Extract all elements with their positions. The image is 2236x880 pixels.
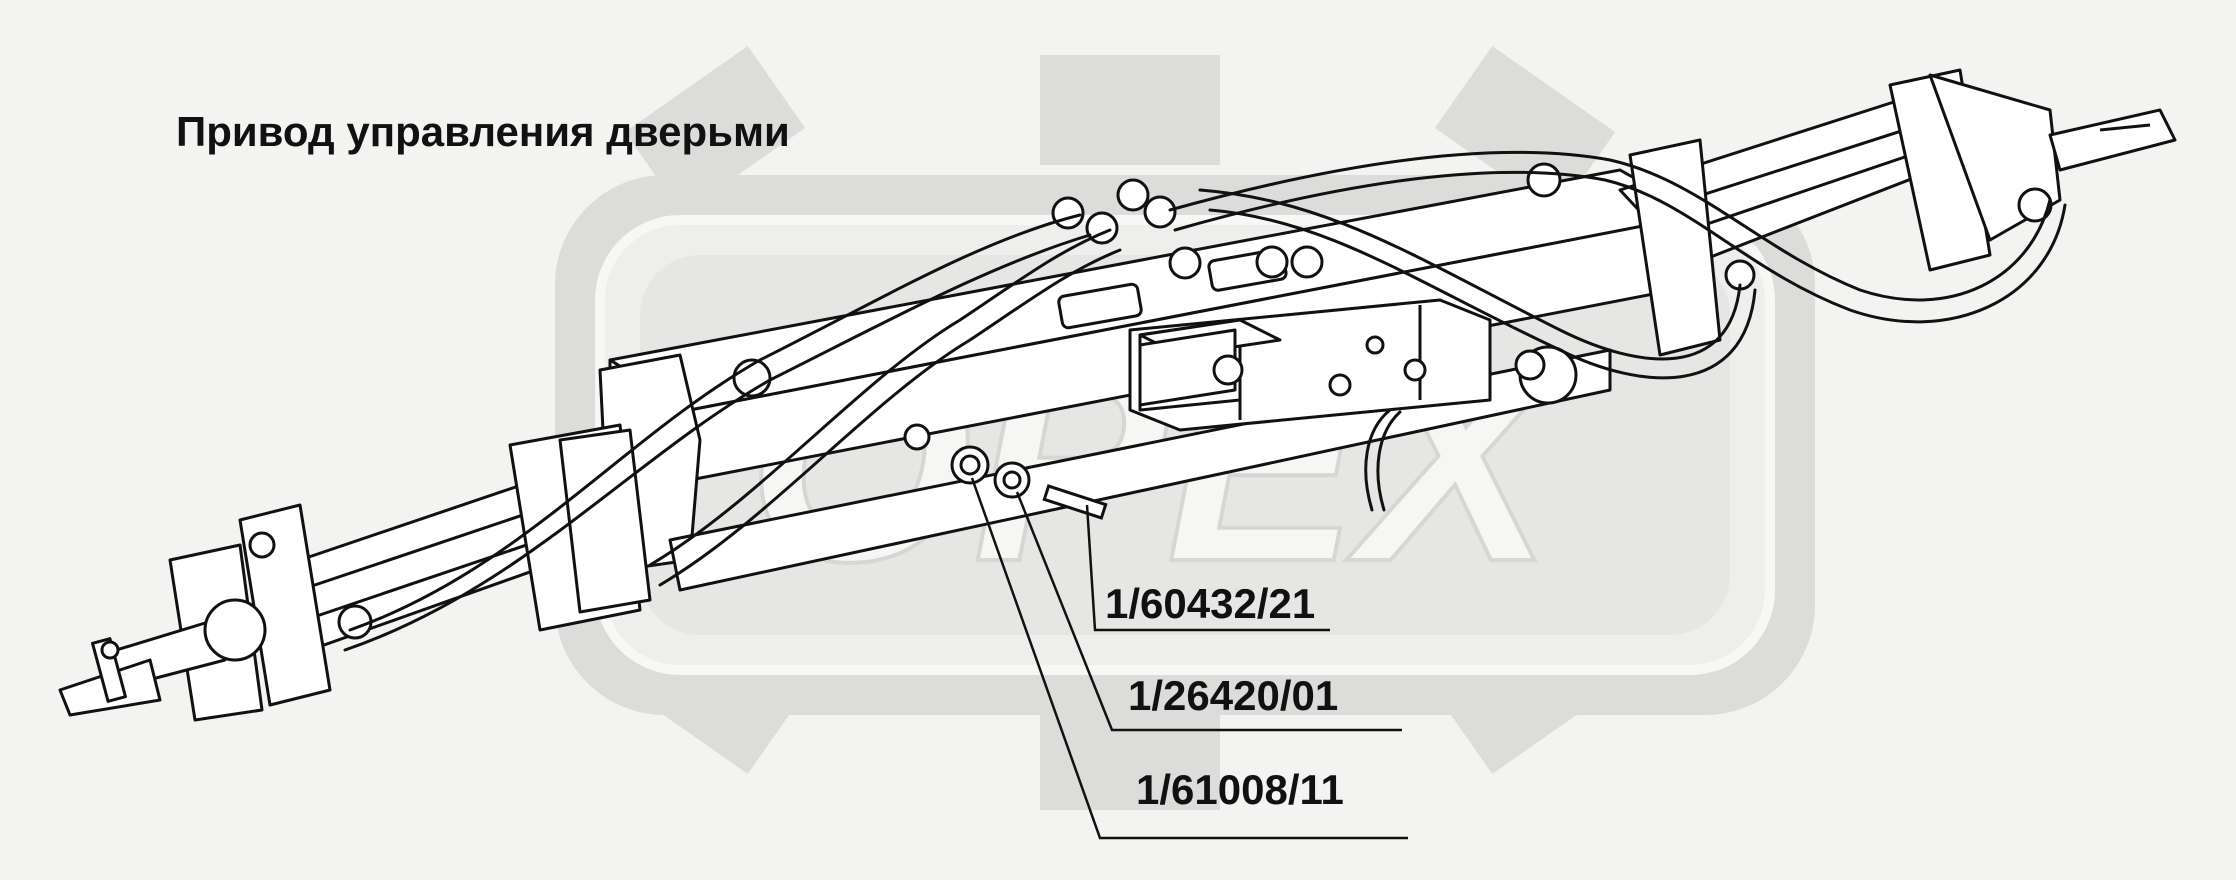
fasteners xyxy=(903,423,1108,520)
bolt-1-60432-21 xyxy=(1042,484,1108,520)
callout-part-label: 1/61008/11 xyxy=(1136,766,1344,813)
callout-part-label: 1/60432/21 xyxy=(1105,580,1316,627)
leader-lines xyxy=(970,477,1408,840)
left-cylinder xyxy=(58,423,652,722)
valve-block xyxy=(1128,298,1578,432)
page-title: Привод управления дверьми xyxy=(176,108,790,155)
right-cylinder xyxy=(1618,68,2177,357)
top-fittings xyxy=(732,162,1562,398)
callout-part-label: 1/26420/01 xyxy=(1128,672,1339,719)
nut-1-61008-11 xyxy=(950,445,990,485)
washer-1-26420-01 xyxy=(993,461,1031,499)
air-hoses xyxy=(343,150,2067,652)
